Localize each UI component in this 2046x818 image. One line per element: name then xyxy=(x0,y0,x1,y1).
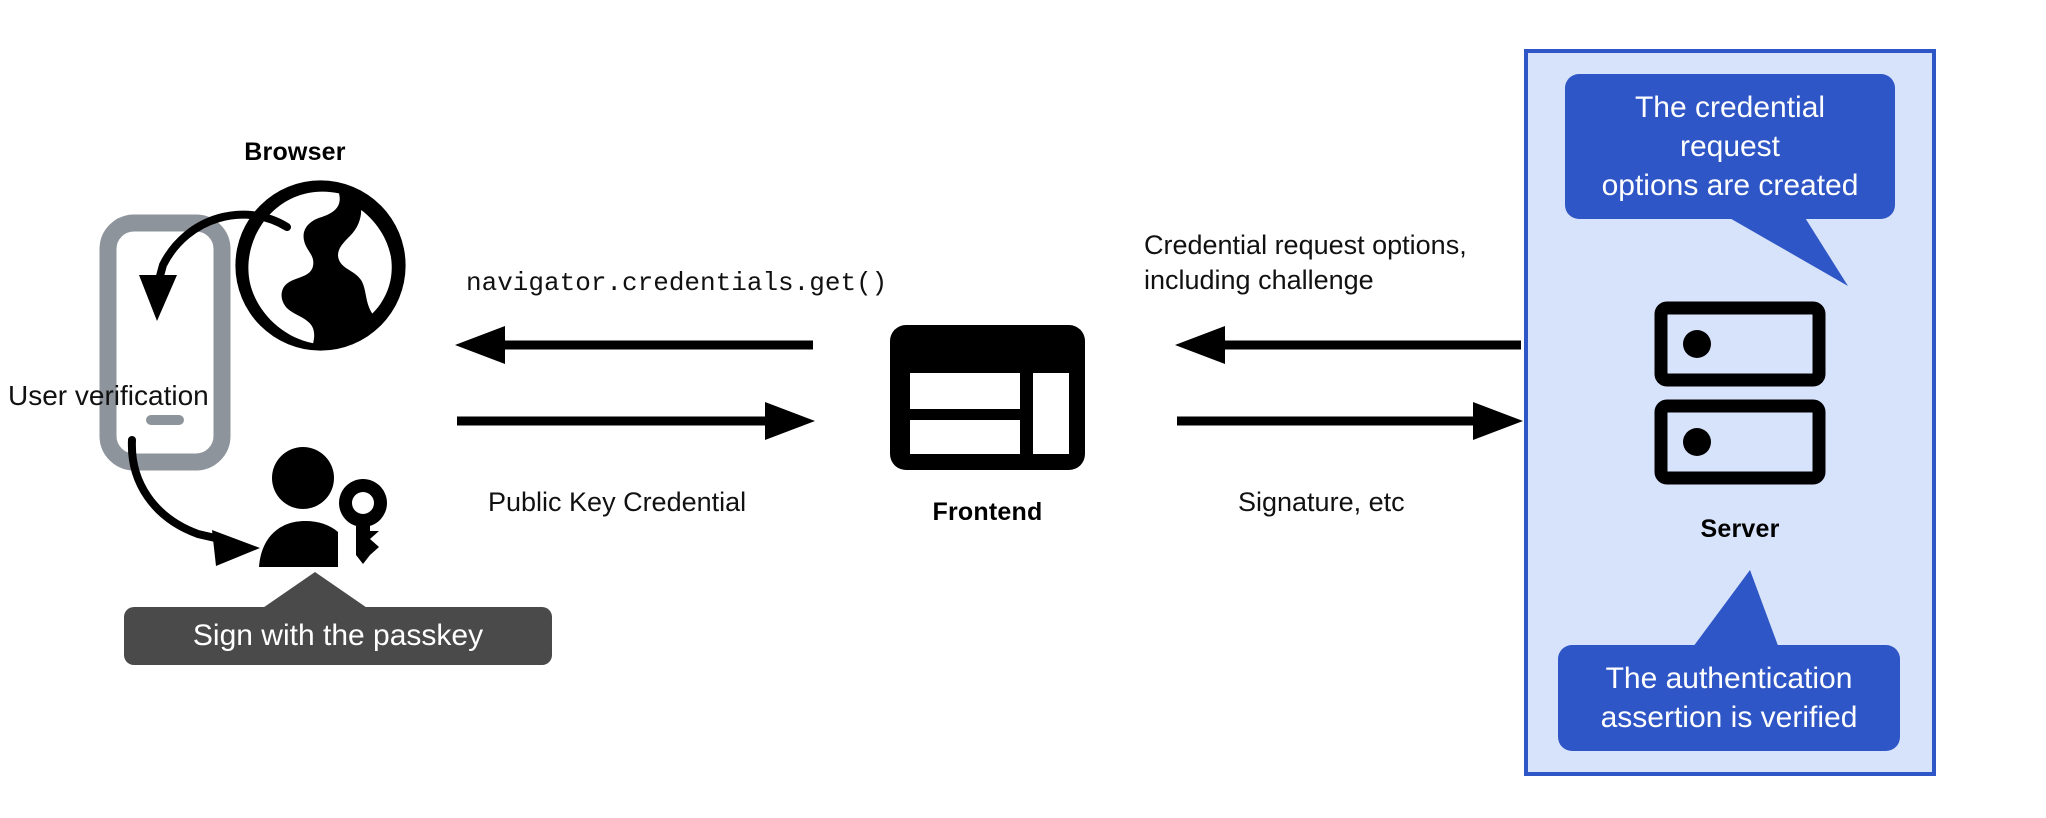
credential-request-options-label: Credential request options, including ch… xyxy=(1144,230,1467,295)
top-callout: The credential request options are creat… xyxy=(1565,74,1895,219)
arrow-browser-to-frontend xyxy=(457,402,815,440)
signature-etc-label: Signature, etc xyxy=(1238,487,1405,517)
bottom-callout: The authentication assertion is verified xyxy=(1558,645,1900,751)
passkey-tooltip-tail xyxy=(257,572,373,612)
arrow-server-to-frontend xyxy=(1175,326,1521,364)
passkey-tooltip: Sign with the passkey xyxy=(124,607,552,665)
user-verification-label: User verification xyxy=(8,380,209,411)
arrow-browser-to-phone xyxy=(139,210,291,321)
navigator-get-label: navigator.credentials.get() xyxy=(466,268,888,298)
frontend-label: Frontend xyxy=(932,498,1043,526)
person-with-key-icon xyxy=(259,447,387,567)
web-layout-icon xyxy=(890,325,1085,470)
browser-label: Browser xyxy=(244,138,346,166)
arrow-phone-to-user xyxy=(127,436,260,566)
server-rack-icon xyxy=(1654,301,1826,485)
arrow-frontend-to-server xyxy=(1177,402,1523,440)
public-key-credential-label: Public Key Credential xyxy=(488,487,747,517)
server-label: Server xyxy=(1700,515,1780,543)
arrow-frontend-to-browser xyxy=(455,326,813,364)
mobile-phone-icon xyxy=(99,214,231,471)
